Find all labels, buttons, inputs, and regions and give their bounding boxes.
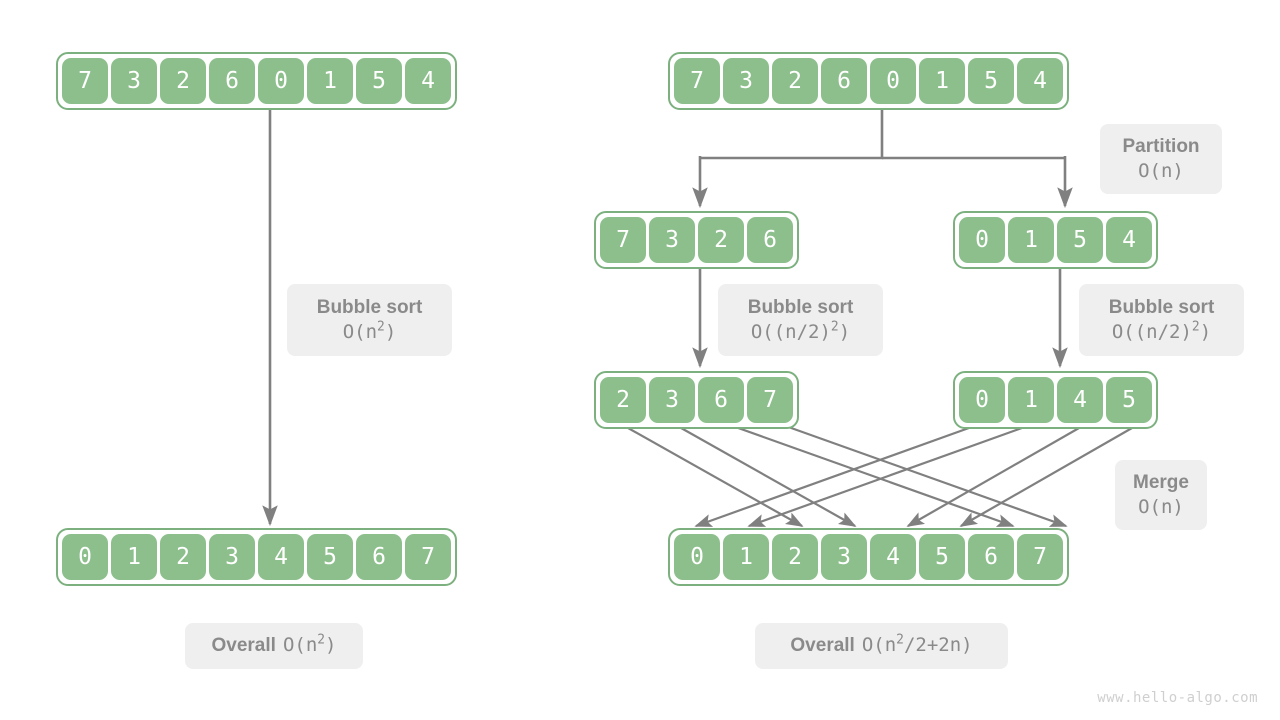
array-cell: 3 bbox=[821, 534, 867, 580]
array-cell: 3 bbox=[649, 377, 695, 423]
left-bubble-sort-label: Bubble sort O(n2) bbox=[287, 284, 452, 356]
label-complexity: O((n/2)2) bbox=[1111, 319, 1212, 343]
array-cell: 7 bbox=[62, 58, 108, 104]
right-overall-label: Overall O(n2/2+2n) bbox=[755, 623, 1008, 669]
right-sub-bubble-sort-label: Bubble sort O((n/2)2) bbox=[1079, 284, 1244, 356]
label-complexity: O(n2/2+2n) bbox=[861, 632, 973, 657]
array-cell: 3 bbox=[209, 534, 255, 580]
array-cell: 0 bbox=[674, 534, 720, 580]
array-cell: 7 bbox=[600, 217, 646, 263]
array-cell: 7 bbox=[747, 377, 793, 423]
label-complexity: O((n/2)2) bbox=[750, 319, 851, 343]
array-cell: 7 bbox=[405, 534, 451, 580]
array-cell: 5 bbox=[1106, 377, 1152, 423]
array-cell: 2 bbox=[698, 217, 744, 263]
array-cell: 4 bbox=[1106, 217, 1152, 263]
left-overall-label: Overall O(n2) bbox=[185, 623, 363, 669]
watermark: www.hello-algo.com bbox=[1097, 690, 1258, 706]
array-cell: 4 bbox=[1017, 58, 1063, 104]
array-cell: 6 bbox=[968, 534, 1014, 580]
array-cell: 1 bbox=[1008, 217, 1054, 263]
array-cell: 6 bbox=[698, 377, 744, 423]
array-cell: 6 bbox=[821, 58, 867, 104]
array-cell: 2 bbox=[772, 534, 818, 580]
array-cell: 4 bbox=[1057, 377, 1103, 423]
left-sub-bubble-sort-label: Bubble sort O((n/2)2) bbox=[718, 284, 883, 356]
label-title: Bubble sort bbox=[747, 296, 854, 318]
array-cell: 0 bbox=[870, 58, 916, 104]
label-complexity: O(n) bbox=[1138, 495, 1184, 518]
array-cell: 2 bbox=[600, 377, 646, 423]
array-cell: 5 bbox=[919, 534, 965, 580]
label-complexity: O(n) bbox=[1138, 159, 1184, 182]
label-title: Merge bbox=[1133, 471, 1189, 493]
array-cell: 6 bbox=[747, 217, 793, 263]
array-cell: 1 bbox=[723, 534, 769, 580]
array-cell: 2 bbox=[772, 58, 818, 104]
array-cell: 4 bbox=[870, 534, 916, 580]
array-cell: 0 bbox=[258, 58, 304, 104]
partition-split-arrows bbox=[692, 106, 1073, 209]
array-cell: 3 bbox=[649, 217, 695, 263]
label-title: Bubble sort bbox=[1108, 296, 1215, 318]
array-cell: 5 bbox=[307, 534, 353, 580]
merge-arrows bbox=[620, 422, 1140, 528]
array-cell: 2 bbox=[160, 58, 206, 104]
array-cell: 0 bbox=[959, 377, 1005, 423]
partition-label: Partition O(n) bbox=[1100, 124, 1222, 194]
array-cell: 1 bbox=[111, 534, 157, 580]
array-cell: 5 bbox=[968, 58, 1014, 104]
label-title: Overall bbox=[211, 635, 276, 657]
array-cell: 1 bbox=[1008, 377, 1054, 423]
label-complexity: O(n2) bbox=[342, 319, 397, 343]
array-cell: 4 bbox=[258, 534, 304, 580]
label-title: Partition bbox=[1122, 135, 1200, 157]
array-cell: 2 bbox=[160, 534, 206, 580]
array-cell: 0 bbox=[959, 217, 1005, 263]
array-cell: 3 bbox=[111, 58, 157, 104]
array-cell: 5 bbox=[356, 58, 402, 104]
label-complexity: O(n2) bbox=[282, 632, 337, 657]
array-cell: 0 bbox=[62, 534, 108, 580]
array-cell: 4 bbox=[405, 58, 451, 104]
array-cell: 7 bbox=[674, 58, 720, 104]
array-cell: 1 bbox=[307, 58, 353, 104]
array-cell: 1 bbox=[919, 58, 965, 104]
array-cell: 3 bbox=[723, 58, 769, 104]
label-title: Bubble sort bbox=[316, 296, 423, 318]
label-title: Overall bbox=[790, 635, 855, 657]
array-cell: 5 bbox=[1057, 217, 1103, 263]
array-cell: 6 bbox=[209, 58, 255, 104]
array-cell: 7 bbox=[1017, 534, 1063, 580]
array-cell: 6 bbox=[356, 534, 402, 580]
merge-label: Merge O(n) bbox=[1115, 460, 1207, 530]
